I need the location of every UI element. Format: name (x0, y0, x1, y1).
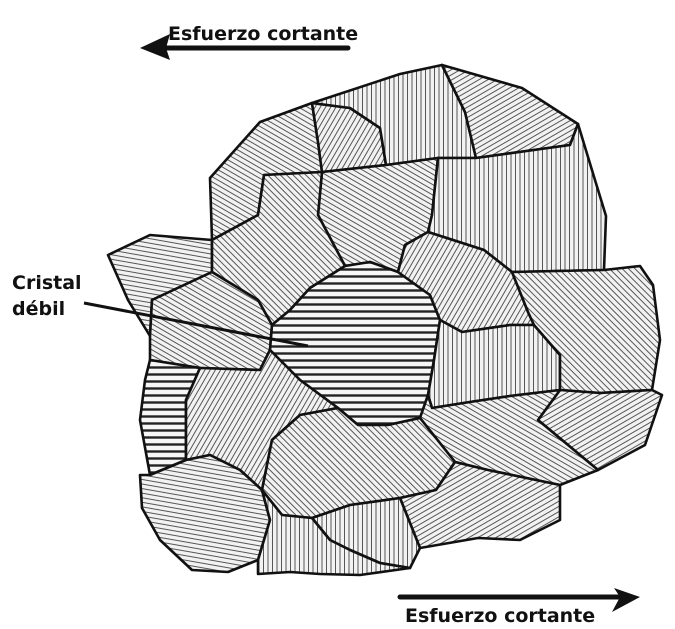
weak-crystal-label-line1: Cristal (12, 272, 82, 294)
shear-top-label: Esfuerzo cortante (168, 23, 358, 45)
grain-boundaries (108, 65, 662, 575)
shear-bottom-label: Esfuerzo cortante (405, 605, 595, 627)
weak-crystal-label-line2: débil (12, 298, 65, 320)
shear-bottom-group: Esfuerzo cortante (400, 588, 640, 627)
right-arrow-head (612, 588, 640, 612)
shear-top-group: Esfuerzo cortante (140, 23, 358, 60)
left-arrow-head (140, 34, 170, 60)
